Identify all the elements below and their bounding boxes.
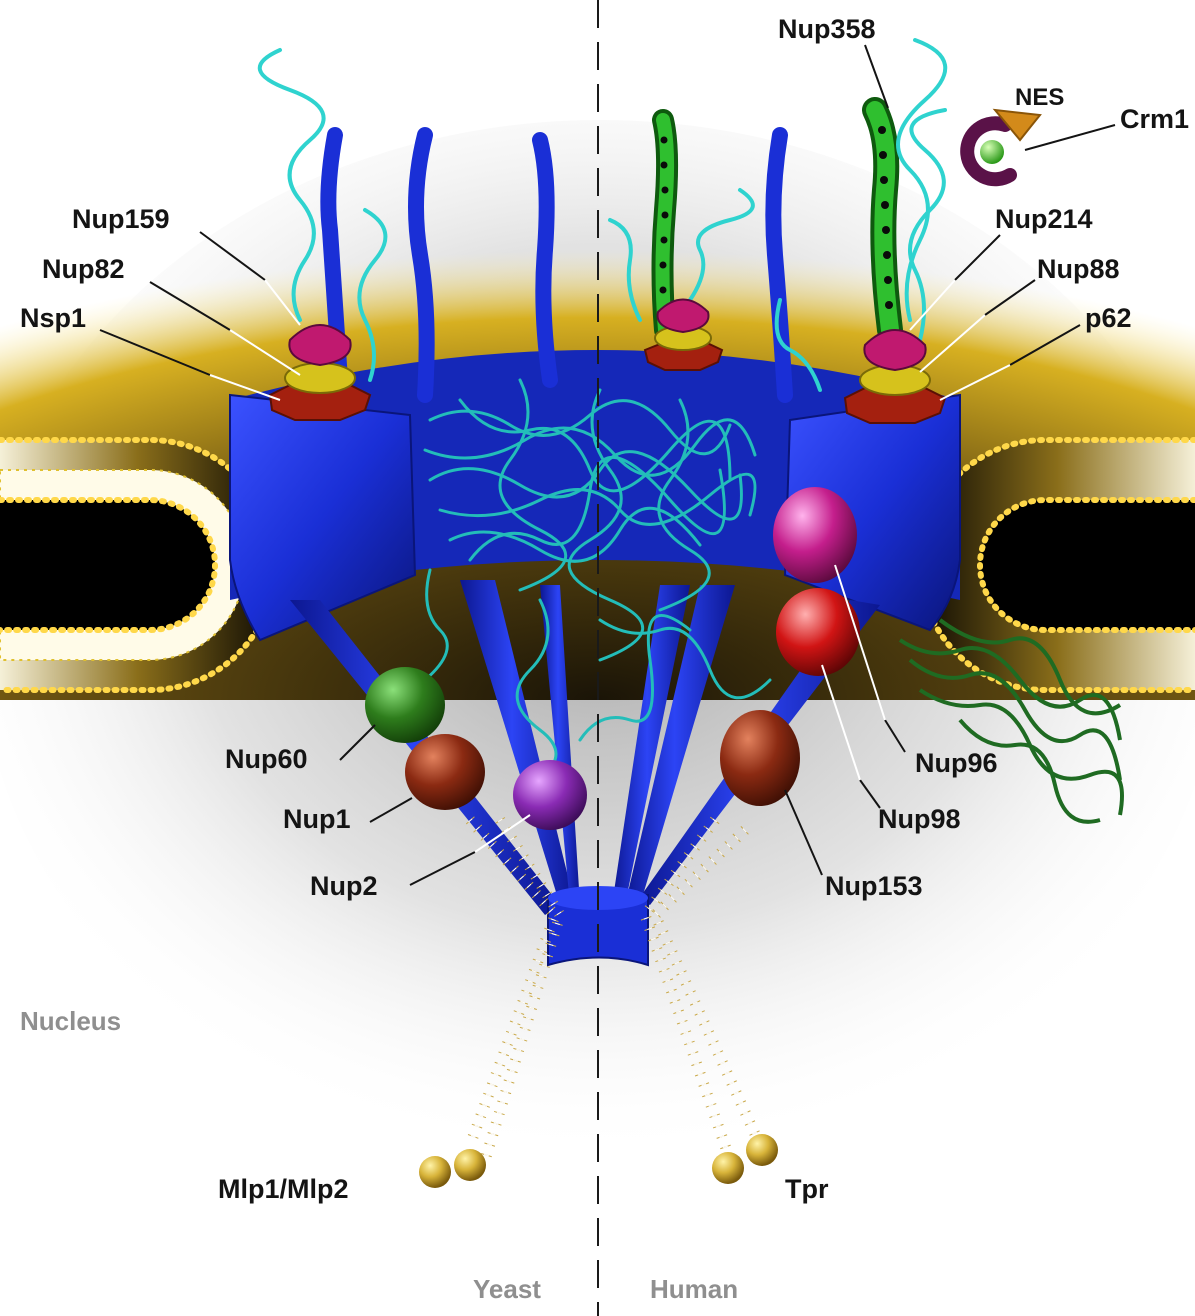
label-nup2: Nup2 xyxy=(310,871,378,901)
label-nup159: Nup159 xyxy=(72,204,170,234)
label-nup214: Nup214 xyxy=(995,204,1093,234)
label-mlp1-mlp2: Mlp1/Mlp2 xyxy=(218,1174,349,1204)
nup1-ball xyxy=(405,734,485,810)
label-crm1: Crm1 xyxy=(1120,104,1189,134)
label-nup1: Nup1 xyxy=(283,804,351,834)
label-human: Human xyxy=(650,1274,738,1304)
label-nsp1: Nsp1 xyxy=(20,303,86,333)
label-nup96: Nup96 xyxy=(915,748,998,778)
label-nup88: Nup88 xyxy=(1037,254,1120,284)
label-nucleus: Nucleus xyxy=(20,1006,121,1036)
cargo-ball xyxy=(980,140,1004,164)
label-yeast: Yeast xyxy=(473,1274,541,1304)
label-tpr: Tpr xyxy=(785,1174,829,1204)
label-nup153: Nup153 xyxy=(825,871,923,901)
nup96-ball xyxy=(773,487,857,583)
nup60-ball xyxy=(365,667,445,743)
label-nup60: Nup60 xyxy=(225,744,308,774)
envelope-section-right xyxy=(920,440,1195,690)
label-p62: p62 xyxy=(1085,303,1132,333)
label-nes: NES xyxy=(1015,84,1064,111)
label-nup358: Nup358 xyxy=(778,14,876,44)
label-nup82: Nup82 xyxy=(42,254,125,284)
label-nup98: Nup98 xyxy=(878,804,961,834)
nup153-ball xyxy=(720,710,800,806)
nup82-ring xyxy=(285,363,355,393)
crm1-nes xyxy=(967,110,1040,179)
